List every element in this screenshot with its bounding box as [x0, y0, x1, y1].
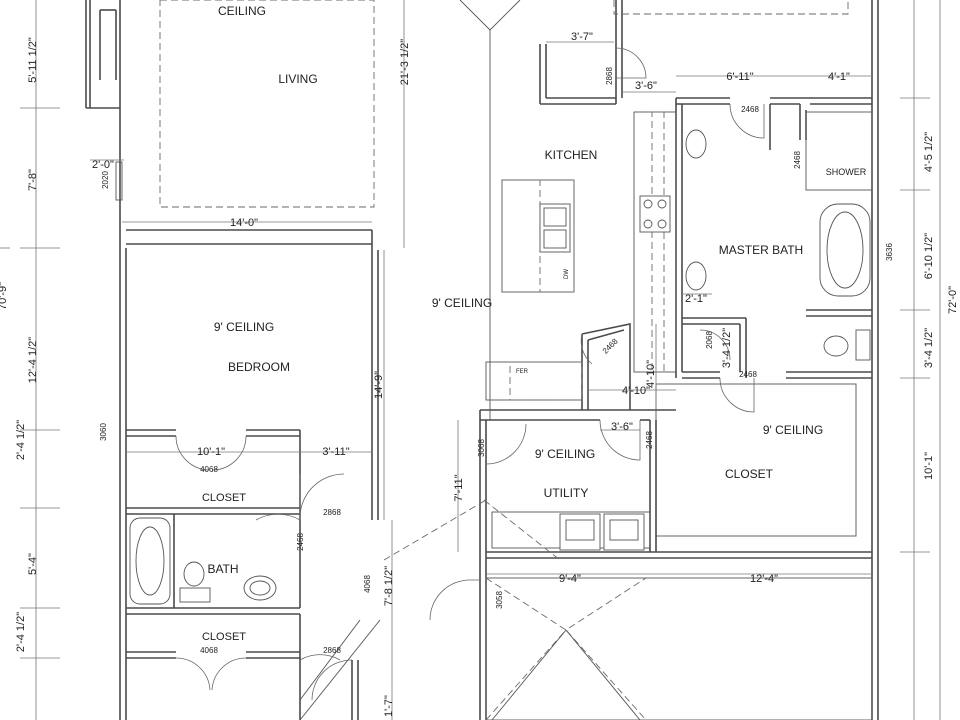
dim-living-2-0: 2'-0" [92, 159, 114, 171]
dim-bottom-12-4: 12'-4" [750, 573, 778, 585]
code-d-4068-b: 4068 [363, 575, 372, 593]
room-labels: CEILING LIVING KITCHEN 9' CEILING 9' CEI… [202, 4, 867, 643]
code-d-2468-c: 2468 [793, 151, 802, 169]
code-d-4068-a: 4068 [200, 465, 218, 474]
label-closet-master: CLOSET [725, 467, 774, 481]
dim-utility-7-11: 7'-11" [453, 474, 465, 501]
code-d-2468-d: 2468 [601, 336, 620, 355]
dim-kitchen-3-6: 3'-6" [635, 80, 657, 92]
label-closet-1: CLOSET [202, 492, 246, 504]
dim-bottom-9-4: 9'-4" [559, 573, 581, 585]
dim-hall-1-7: 1'-7" [383, 695, 395, 717]
code-d-2068: 2068 [705, 331, 714, 349]
code-d-3058: 3058 [495, 591, 504, 609]
dim-left-2-4-b: 2'-4 1/2" [15, 612, 27, 652]
label-bedroom: BEDROOM [228, 360, 290, 374]
dim-bath-6-11: 6'-11" [726, 71, 753, 83]
dim-right-10-1: 10'-1" [923, 452, 935, 480]
code-w-3636: 3636 [885, 243, 894, 261]
dim-left-5-11: 5'-11 1/2" [27, 37, 39, 83]
dim-right-72-0: 72'-0" [947, 286, 959, 314]
label-closet-2: CLOSET [202, 631, 246, 643]
dim-bedroom-14-9: 14'-9" [373, 371, 385, 399]
label-kitchen: KITCHEN [545, 148, 598, 162]
dim-pantry-4-10-a: 4'-10" [645, 360, 657, 388]
dim-right-3-4: 3'-4 1/2" [923, 328, 935, 368]
dim-closet-3-11: 3'-11" [322, 446, 349, 458]
label-living: LIVING [278, 72, 317, 86]
label-bath: BATH [207, 562, 238, 576]
opening-codes: 2020 3060 4068 2868 2468 4068 4068 2868 … [99, 67, 894, 655]
code-d-3068-a: 3068 [477, 439, 486, 457]
code-d-2468-a: 2468 [296, 533, 305, 551]
label-shower: SHOWER [826, 167, 867, 177]
label-living-ceiling: CEILING [218, 4, 266, 18]
code-d-2868-b: 2868 [323, 646, 341, 655]
code-d-2468-f: 2468 [645, 431, 654, 449]
dim-bath-4-1: 4'-1" [828, 71, 850, 83]
dim-bath-2-1: 2'-1" [685, 293, 707, 305]
dim-left-5-4: 5'-4" [27, 553, 39, 575]
dimension-labels: 5'-11 1/2" 7'-8" 70'-9" 12'-4 1/2" 2'-4 … [0, 31, 959, 717]
dim-kitchen-3-7: 3'-7" [571, 31, 593, 43]
label-utility-ceiling: 9' CEILING [535, 447, 595, 461]
label-kitchen-ceiling: 9' CEILING [432, 296, 492, 310]
dim-pantry-3-6: 3'-6" [611, 421, 633, 433]
dim-living-14-0: 14'-0" [230, 217, 258, 229]
doors [175, 47, 765, 701]
code-d-2868-a: 2868 [323, 508, 341, 517]
dim-left-7-8: 7'-8" [27, 169, 39, 191]
dim-pantry-4-10-b: 4'-10" [622, 385, 650, 397]
code-d-2468-b: 2468 [741, 105, 759, 114]
label-closet-ceiling: 9' CEILING [763, 423, 823, 437]
label-master-bath: MASTER BATH [719, 243, 803, 257]
dim-right-4-5: 4'-5 1/2" [923, 132, 935, 172]
code-d-2868-c: 2868 [605, 67, 614, 85]
label-fer: FER [516, 369, 529, 375]
code-d-4068-c: 4068 [200, 646, 218, 655]
dim-left-70-9: 70'-9" [0, 282, 9, 310]
dim-left-12-4: 12'-4 1/2" [27, 337, 39, 383]
dim-living-21-3: 21'-3 1/2" [399, 39, 411, 85]
dim-left-2-4-a: 2'-4 1/2" [15, 420, 27, 460]
label-utility: UTILITY [544, 486, 589, 500]
code-d-2468-e: 2468 [739, 370, 757, 379]
fixtures [129, 129, 871, 605]
code-w-2020: 2020 [101, 171, 110, 189]
label-bedroom-ceiling: 9' CEILING [214, 320, 274, 334]
dim-hall-7-8: 7'-8 1/2" [383, 566, 395, 606]
code-w-3060: 3060 [99, 423, 108, 441]
dim-right-6-10: 6'-10 1/2" [923, 233, 935, 279]
dim-closet-10-1: 10'-1" [197, 446, 225, 458]
label-dw: DW [564, 269, 570, 279]
dim-bath-3-4: 3'-4 1/2" [721, 328, 733, 368]
walls [85, 0, 879, 720]
